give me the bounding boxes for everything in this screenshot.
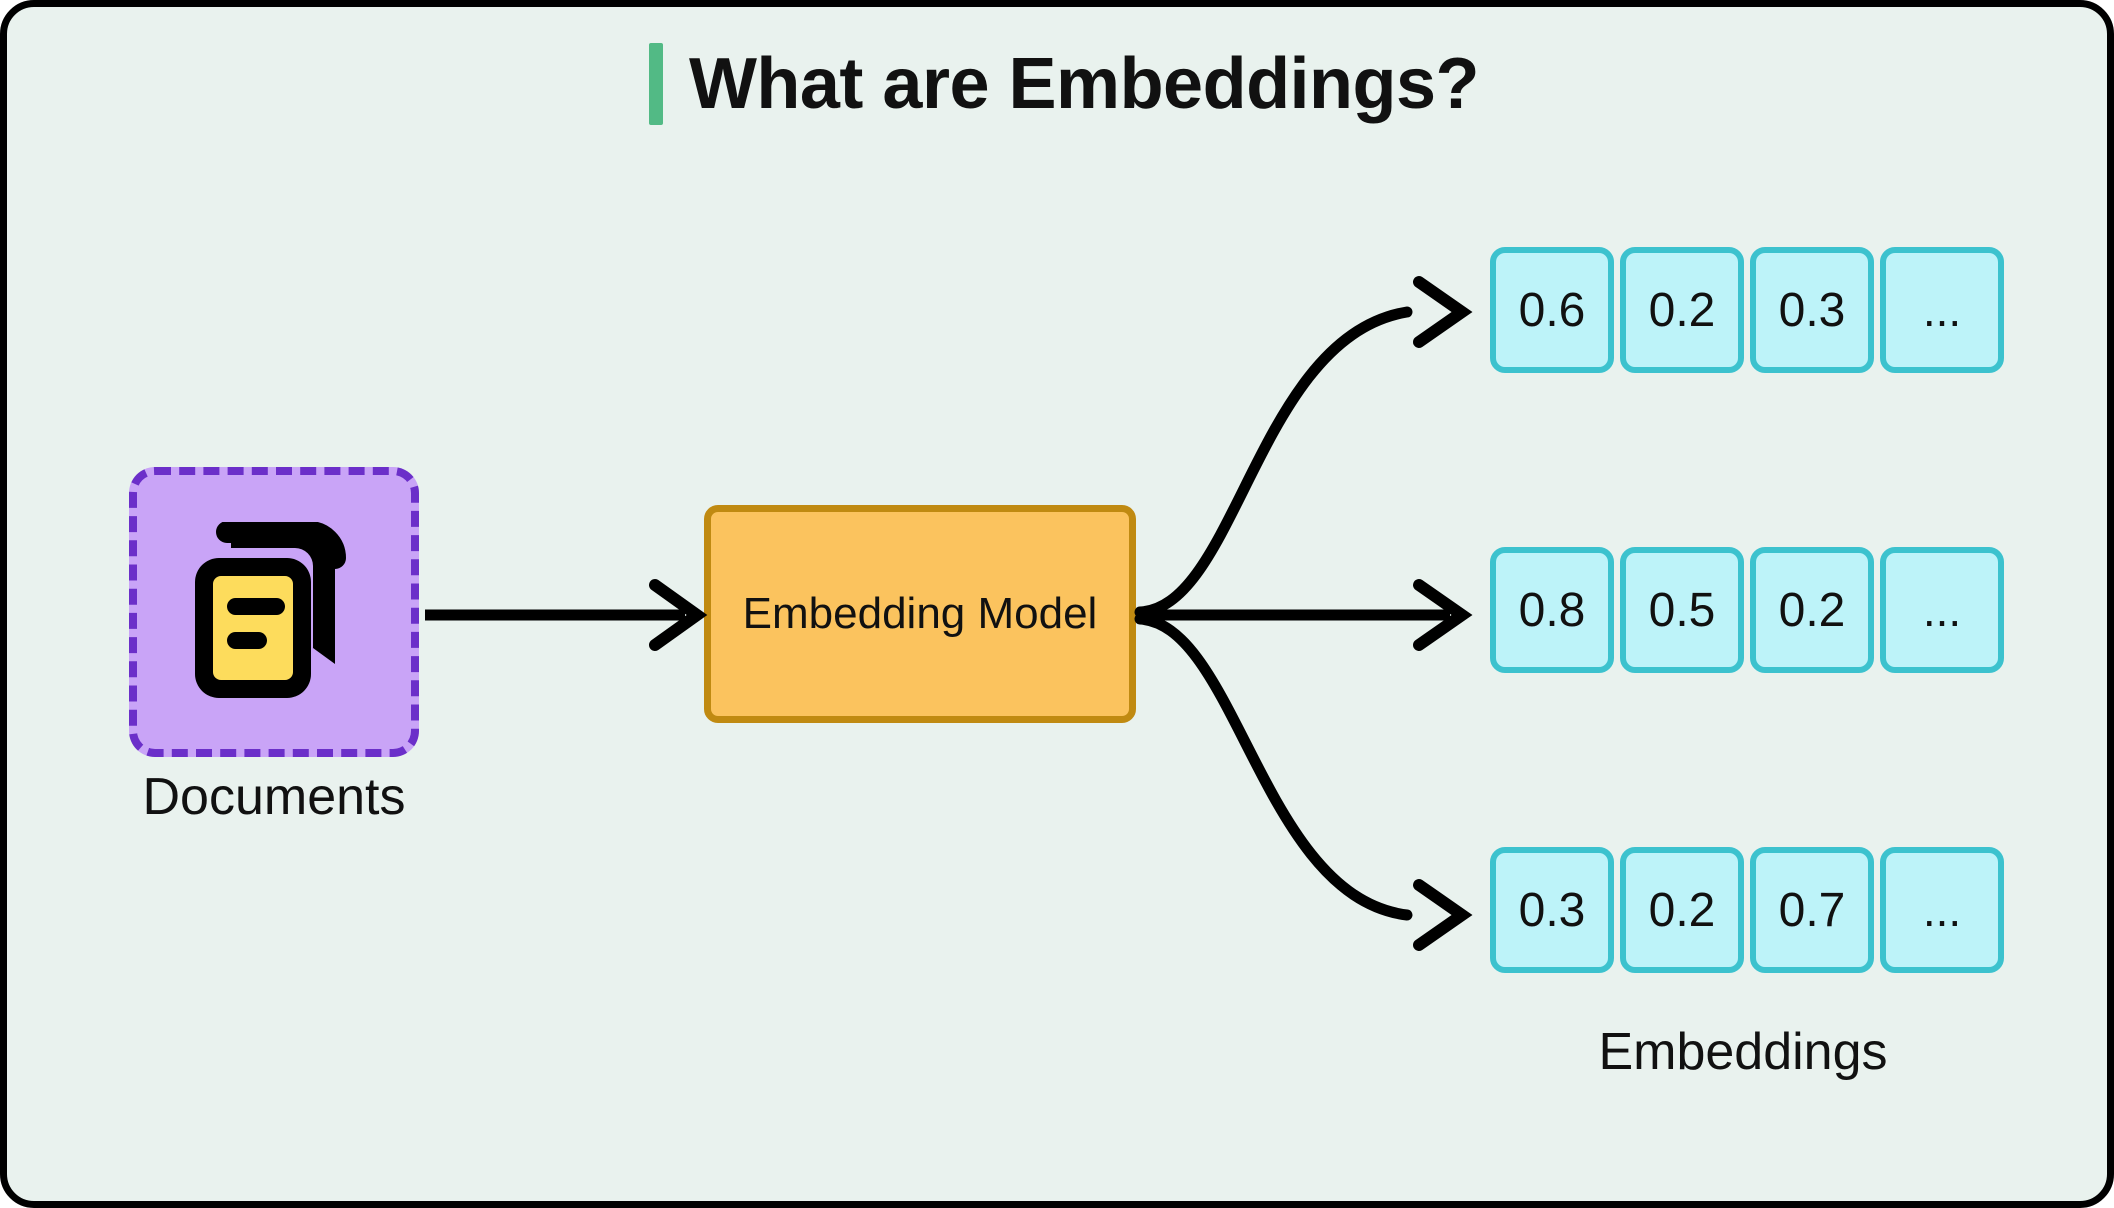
model-to-vector-2-arrow [1140, 579, 1473, 651]
documents-to-model-arrow [425, 579, 708, 651]
title-accent-bar [648, 43, 663, 125]
page-title: What are Embeddings? [7, 43, 2107, 125]
title-text: What are Embeddings? [688, 44, 1480, 124]
vector-cell-ellipsis: ... [1880, 547, 2004, 673]
vector-cell: 0.7 [1750, 847, 1874, 973]
vector-cell: 0.2 [1750, 547, 1874, 673]
embedding-vector-row: 0.3 0.2 0.7 ... [1490, 847, 2004, 973]
vector-cell: 0.2 [1620, 847, 1744, 973]
vector-cell: 0.6 [1490, 247, 1614, 373]
vector-cell: 0.5 [1620, 547, 1744, 673]
embeddings-label: Embeddings [1598, 1023, 1888, 1081]
embedding-model-box: Embedding Model [704, 505, 1136, 723]
documents-stack-icon [189, 521, 359, 702]
vector-cell-ellipsis: ... [1880, 847, 2004, 973]
model-to-vector-3-arrow [1134, 613, 1473, 951]
documents-box [129, 467, 419, 757]
documents-node: Documents [129, 467, 419, 826]
embedding-model-label: Embedding Model [742, 589, 1098, 638]
vector-cell: 0.2 [1620, 247, 1744, 373]
vector-cell: 0.3 [1750, 247, 1874, 373]
vector-cell-ellipsis: ... [1880, 247, 2004, 373]
model-to-vector-1-arrow [1134, 276, 1473, 618]
vector-cell: 0.3 [1490, 847, 1614, 973]
embedding-vector-row: 0.6 0.2 0.3 ... [1490, 247, 2004, 373]
embedding-vector-row: 0.8 0.5 0.2 ... [1490, 547, 2004, 673]
vector-cell: 0.8 [1490, 547, 1614, 673]
documents-label: Documents [142, 768, 406, 826]
